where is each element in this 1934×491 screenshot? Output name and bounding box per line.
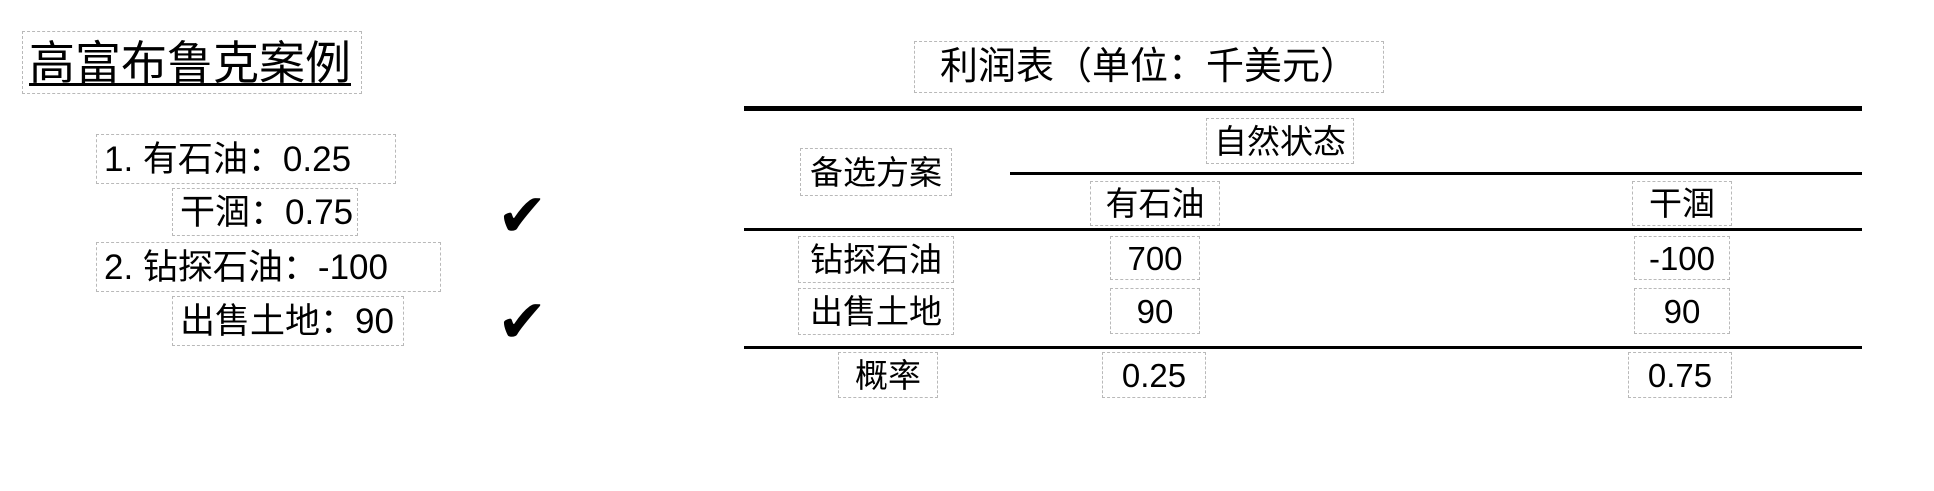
row-header-text: 备选方案 (810, 153, 942, 191)
table-cell: 90 (1634, 288, 1730, 334)
table-cell-text: 700 (1127, 239, 1183, 277)
checkmark-icon: ✔ (497, 287, 548, 357)
group-header-label: 自然状态 (1206, 118, 1354, 164)
list-item-text: 干涸：0.75 (180, 192, 354, 232)
table-cell: 0.25 (1102, 352, 1206, 398)
table-row-label: 钻探石油 (798, 236, 954, 283)
table-cell: 700 (1110, 236, 1200, 280)
table-cell: 0.75 (1628, 352, 1732, 398)
row-header-label: 备选方案 (800, 148, 952, 196)
column-header-text: 有石油 (1105, 185, 1205, 222)
table-row-label: 出售土地 (798, 288, 954, 335)
column-header-dry: 干涸 (1632, 181, 1732, 226)
list-item-text: 2. 钻探石油：-100 (104, 247, 388, 287)
table-cell: -100 (1634, 236, 1730, 280)
table-row-label-probability: 概率 (838, 352, 938, 398)
table-top-rule (744, 106, 1862, 111)
column-header-text: 干涸 (1649, 185, 1715, 222)
case-title: 高富布鲁克案例 (22, 31, 362, 94)
list-item: 1. 有石油：0.25 (96, 134, 396, 184)
list-item: 干涸：0.75 (172, 188, 358, 236)
table-cell: 90 (1110, 288, 1200, 334)
table-row-label-text: 概率 (855, 356, 921, 394)
group-header-rule (1010, 172, 1862, 175)
table-title: 利润表（单位：千美元） (914, 41, 1384, 93)
list-item-text: 1. 有石油：0.25 (104, 139, 352, 179)
list-item: 2. 钻探石油：-100 (96, 242, 441, 292)
case-panel: 高富布鲁克案例 1. 有石油：0.25 干涸：0.75 2. 钻探石油：-100… (0, 0, 760, 491)
case-title-text: 高富布鲁克案例 (29, 36, 351, 89)
table-row-label-text: 钻探石油 (810, 241, 942, 278)
header-rule (744, 228, 1862, 231)
list-item: 出售土地：90 (172, 296, 404, 346)
probability-rule (744, 346, 1862, 349)
table-row-label-text: 出售土地 (810, 293, 942, 330)
table-title-text: 利润表（单位：千美元） (939, 46, 1358, 88)
table-cell-text: 0.75 (1647, 356, 1713, 394)
table-cell-text: 0.25 (1121, 356, 1187, 394)
list-item-text: 出售土地：90 (180, 301, 394, 341)
group-header-text: 自然状态 (1214, 122, 1346, 160)
column-header-oil: 有石油 (1090, 181, 1220, 226)
profit-table-panel: 利润表（单位：千美元） 备选方案 自然状态 有石油 干涸 钻探石油 700 -1… (740, 0, 1934, 491)
table-cell-text: -100 (1648, 239, 1716, 277)
table-cell-text: 90 (1663, 292, 1701, 330)
checkmark-icon: ✔ (497, 181, 548, 251)
table-cell-text: 90 (1136, 292, 1174, 330)
